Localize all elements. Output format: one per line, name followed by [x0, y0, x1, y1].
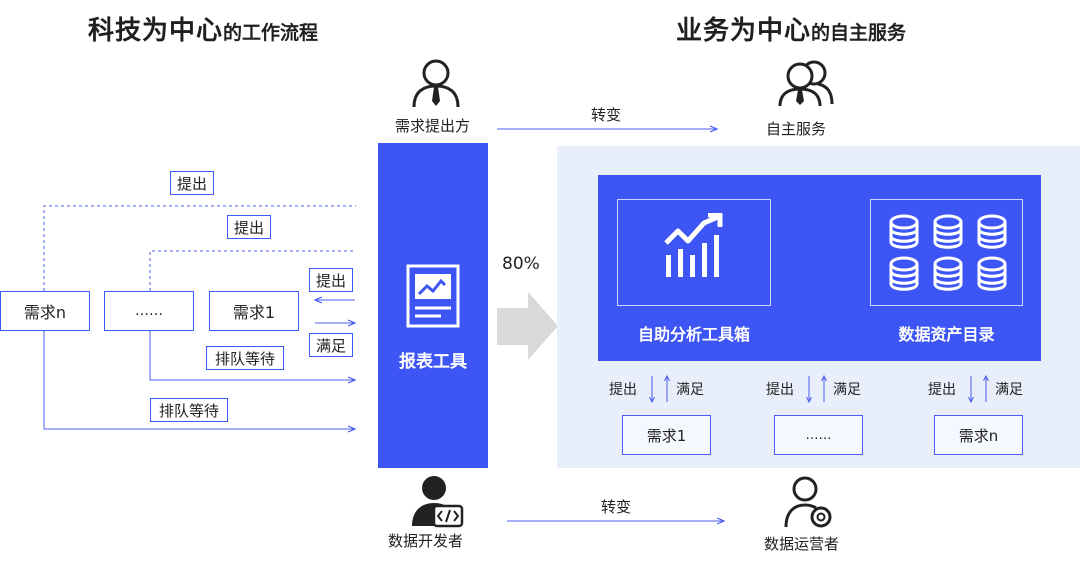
- right-satisfy-2: 满足: [833, 382, 861, 398]
- requester-person-icon: [410, 55, 462, 109]
- right-title-main: 业务为中心: [676, 16, 812, 46]
- request-box-n: 需求n: [0, 291, 90, 331]
- big-grey-arrow: [497, 292, 558, 360]
- right-title: 业务为中心的自主服务: [676, 10, 906, 47]
- queue-label-inner: 排队等待: [206, 346, 284, 370]
- operator-person-icon: [783, 475, 835, 529]
- self-service-label: 自主服务: [766, 120, 827, 138]
- right-propose-3: 提出: [928, 382, 956, 398]
- percent-label: 80%: [502, 254, 540, 274]
- right-satisfy-1: 满足: [676, 382, 704, 398]
- developer-label: 数据开发者: [388, 532, 464, 550]
- request-box-1: 需求1: [209, 291, 299, 331]
- propose-label-mid: 提出: [227, 215, 271, 239]
- left-title-main: 科技为中心: [88, 16, 224, 46]
- toolbox-frame: [617, 199, 771, 306]
- right-propose-2: 提出: [766, 382, 794, 398]
- propose-lines: [43, 205, 356, 291]
- left-title: 科技为中心的工作流程: [88, 10, 318, 47]
- right-title-sub: 的自主服务: [811, 22, 907, 44]
- right-request-1: 需求1: [622, 415, 711, 455]
- requester-label: 需求提出方: [395, 117, 471, 135]
- propose-label-near: 提出: [309, 268, 353, 292]
- operator-label: 数据运营者: [764, 535, 840, 553]
- queue-label-outer: 排队等待: [150, 398, 228, 422]
- right-propose-1: 提出: [609, 382, 637, 398]
- queue-lines: [43, 331, 355, 429]
- catalog-frame: [870, 199, 1023, 306]
- database-icons: [888, 214, 1008, 292]
- top-transform-label: 转变: [591, 106, 622, 124]
- report-icon: [405, 263, 461, 329]
- bottom-transform-label: 转变: [601, 498, 632, 516]
- platform-block: [598, 175, 1041, 361]
- right-request-n: 需求n: [934, 415, 1023, 455]
- analytics-chart-icon: [662, 213, 726, 279]
- report-tool-label: 报表工具: [399, 352, 467, 372]
- request-box-ellipsis: ……: [104, 291, 194, 331]
- report-tool-column: [378, 143, 488, 468]
- catalog-label: 数据资产目录: [898, 325, 995, 344]
- right-request-ellipsis: ……: [774, 415, 863, 455]
- left-title-sub: 的工作流程: [223, 22, 319, 44]
- developer-person-icon: [412, 474, 464, 528]
- toolbox-label: 自助分析工具箱: [637, 325, 750, 344]
- propose-label-top: 提出: [170, 171, 214, 195]
- satisfy-label: 满足: [309, 333, 353, 357]
- right-satisfy-3: 满足: [995, 382, 1023, 398]
- self-service-people-icon: [778, 58, 836, 108]
